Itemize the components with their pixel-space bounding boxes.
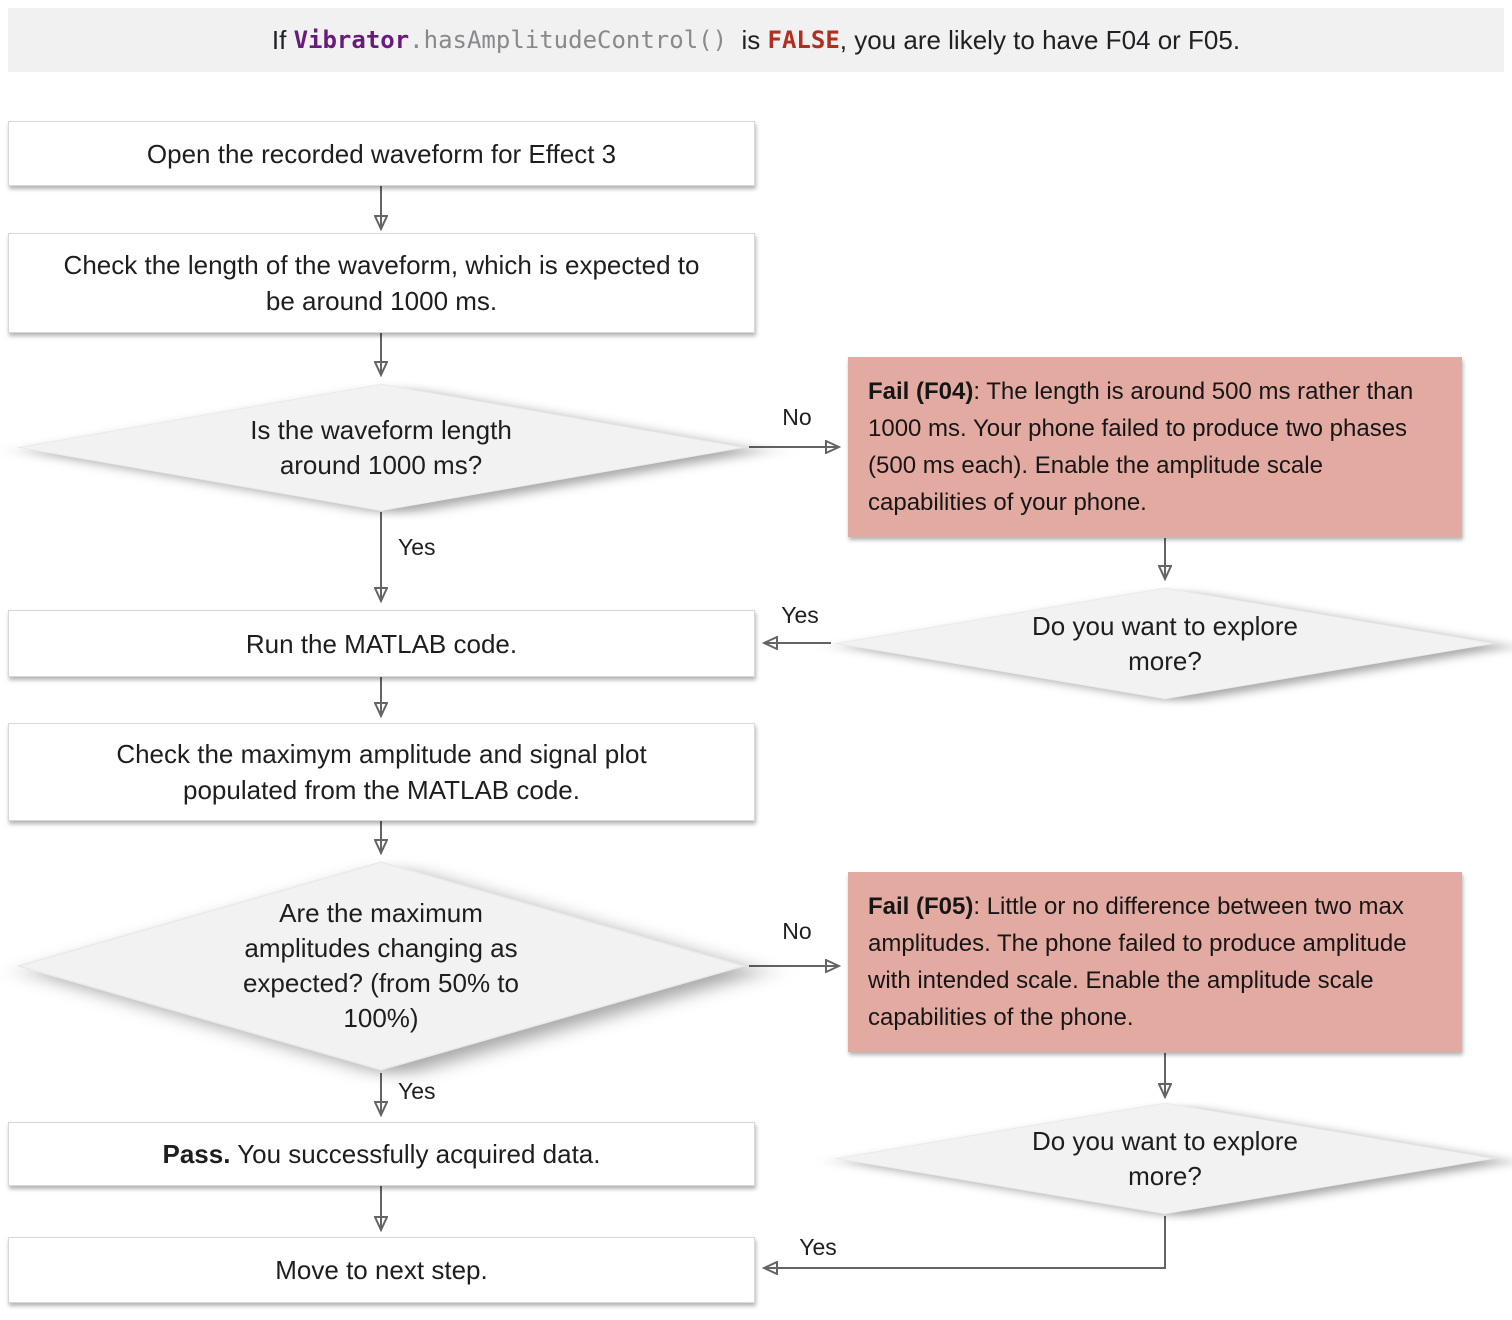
step-run-matlab: Run the MATLAB code. [8,610,755,677]
fail-f04-body: : The length is around 500 ms rather tha… [868,378,1414,516]
pass-bold-label: Pass. [162,1139,231,1169]
decision-waveform-length: Is the waveform length around 1000 ms? [15,383,747,512]
banner-keyword-false: FALSE [767,26,840,54]
decision-waveform-length-label: Is the waveform length around 1000 ms? [250,414,512,480]
step-check-amplitude: Check the maximym amplitude and signal p… [8,723,755,821]
fail-f05-body: : Little or no difference between two ma… [868,893,1407,1031]
step-open-waveform: Open the recorded waveform for Effect 3 [8,121,755,186]
edge-label-yes-2: Yes [398,1078,436,1104]
decision-explore-more-1: Do you want to explore more? [833,587,1497,700]
decision-explore-more-1-label: Do you want to explore more? [1032,610,1298,676]
step-check-length-label: Check the length of the waveform, which … [63,250,707,316]
decision-amplitude-change: Are the maximum amplitudes changing as e… [15,860,747,1072]
fail-f05-text: Fail (F05): Little or no difference betw… [868,893,1407,1031]
decision-explore-more-2: Do you want to explore more? [833,1102,1497,1215]
banner-code-method: .hasAmplitudeControl() [409,26,728,54]
step-open-waveform-label: Open the recorded waveform for Effect 3 [146,138,617,169]
edge-label-yes-explore-2: Yes [799,1234,837,1260]
decision-amplitude-change-label: Are the maximum amplitudes changing as e… [242,898,520,1033]
step-pass-label: Pass. You successfully acquired data. [163,1136,601,1172]
edge-label-no-2: No [782,918,812,944]
edge-label-yes-explore-1: Yes [781,602,819,628]
fail-f05-bold-label: Fail (F05) [868,893,974,920]
step-move-next-label: Move to next step. [275,1255,488,1285]
edge-label-no-1: No [782,404,812,430]
banner-text-suffix: , you are likely to have F04 or F05. [839,24,1241,55]
fail-f04-text: Fail (F04): The length is around 500 ms … [868,378,1413,516]
fail-f04-box: Fail (F04): The length is around 500 ms … [848,357,1462,537]
fail-f04-bold-label: Fail (F04) [868,378,974,405]
edge-label-yes-1: Yes [398,534,436,560]
pass-text: You successfully acquired data. [230,1139,601,1169]
step-run-matlab-label: Run the MATLAB code. [245,628,518,659]
step-check-length: Check the length of the waveform, which … [8,233,755,333]
edge-explore2-yes-to-move [765,1216,1166,1268]
decision-explore-more-2-label: Do you want to explore more? [1032,1125,1298,1191]
banner: If Vibrator.hasAmplitudeControl() is FAL… [8,8,1504,72]
banner-text-prefix: If [271,24,294,55]
step-move-next: Move to next step. [8,1237,755,1303]
step-check-amplitude-label: Check the maximym amplitude and signal p… [116,739,654,805]
banner-text-connector: is [727,24,768,55]
step-pass: Pass. You successfully acquired data. [8,1122,755,1186]
banner-code-class: Vibrator [293,26,410,54]
fail-f05-box: Fail (F05): Little or no difference betw… [848,872,1462,1052]
